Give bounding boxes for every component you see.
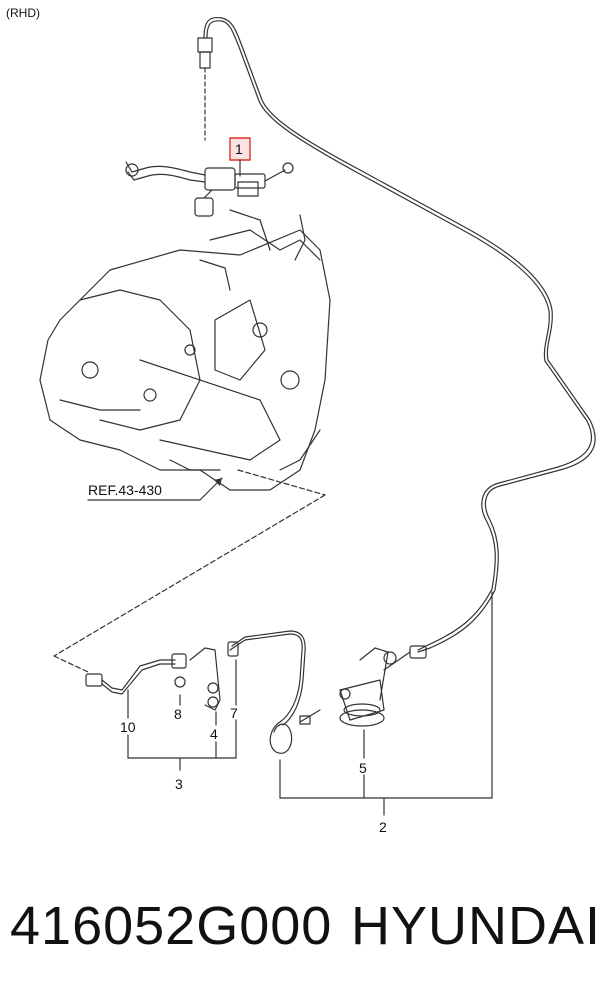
callout-10[interactable]: 10 — [120, 719, 136, 735]
callout-1[interactable]: 1 — [235, 141, 243, 157]
callout-5[interactable]: 5 — [359, 760, 367, 776]
brand-name: HYUNDAI — [350, 896, 601, 956]
master-cylinder — [125, 161, 294, 217]
parts-diagram: (RHD) — [6, 6, 596, 835]
clutch-hydraulic-line — [203, 16, 596, 653]
transmission-assembly — [39, 209, 331, 491]
callout-8[interactable]: 8 — [174, 706, 182, 722]
callout-4[interactable]: 4 — [210, 726, 218, 742]
callout-2[interactable]: 2 — [379, 819, 387, 835]
callout-3[interactable]: 3 — [175, 776, 183, 792]
lower-pipe-assembly — [85, 630, 321, 754]
variant-label: (RHD) — [6, 6, 40, 20]
release-bearing — [339, 645, 427, 727]
top-connector — [197, 37, 213, 53]
reference-label: REF.43-430 — [88, 482, 162, 498]
callout-7[interactable]: 7 — [230, 705, 238, 721]
part-number: 416052G000 — [10, 896, 333, 956]
